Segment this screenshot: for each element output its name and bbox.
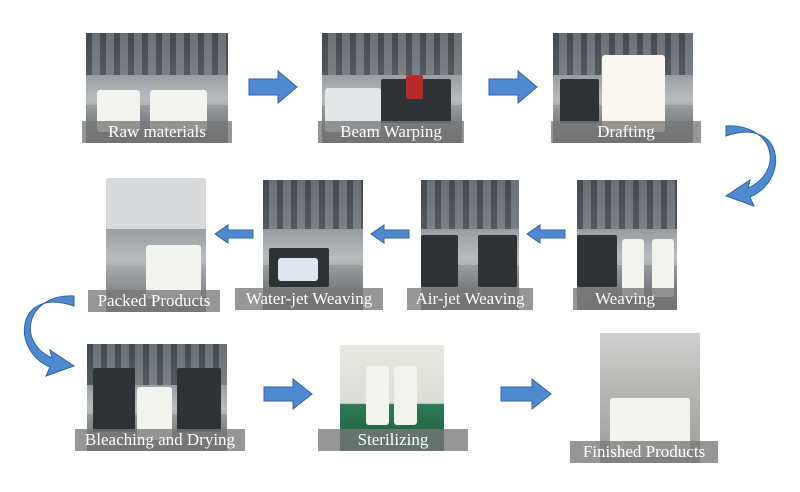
step-label: Raw materials <box>82 121 232 143</box>
arrow-right-icon <box>488 70 538 104</box>
step-water-jet-weaving: Water-jet Weaving <box>235 180 383 310</box>
step-label: Sterilizing <box>318 429 468 451</box>
step-sterilizing: Sterilizing <box>318 345 468 451</box>
packed-products-photo <box>106 178 206 312</box>
arrow-right-icon <box>263 378 313 410</box>
step-beam-warping: Beam Warping <box>318 33 464 143</box>
curved-arrow-down-icon <box>724 125 777 207</box>
step-label: Drafting <box>551 121 701 143</box>
step-label: Weaving <box>573 288 677 310</box>
step-air-jet-weaving: Air-jet Weaving <box>407 180 533 310</box>
step-bleaching-and-drying: Bleaching and Drying <box>75 344 245 451</box>
step-packed-products: Packed Products <box>88 178 220 312</box>
arrow-right-icon <box>248 70 298 104</box>
step-label: Beam Warping <box>318 121 464 143</box>
step-label: Air-jet Weaving <box>407 288 533 310</box>
step-raw-materials: Raw materials <box>82 33 232 143</box>
step-label: Finished Products <box>570 441 718 463</box>
step-label: Packed Products <box>88 290 220 312</box>
curved-arrow-down-icon <box>23 295 76 377</box>
arrow-left-icon <box>214 224 254 244</box>
step-drafting: Drafting <box>551 33 701 143</box>
step-label: Bleaching and Drying <box>75 429 245 451</box>
arrow-left-icon <box>526 224 566 244</box>
arrow-right-icon <box>500 378 552 410</box>
step-label: Water-jet Weaving <box>235 288 383 310</box>
arrow-left-icon <box>370 224 410 244</box>
step-weaving: Weaving <box>573 180 677 310</box>
step-finished-products: Finished Products <box>570 333 718 463</box>
